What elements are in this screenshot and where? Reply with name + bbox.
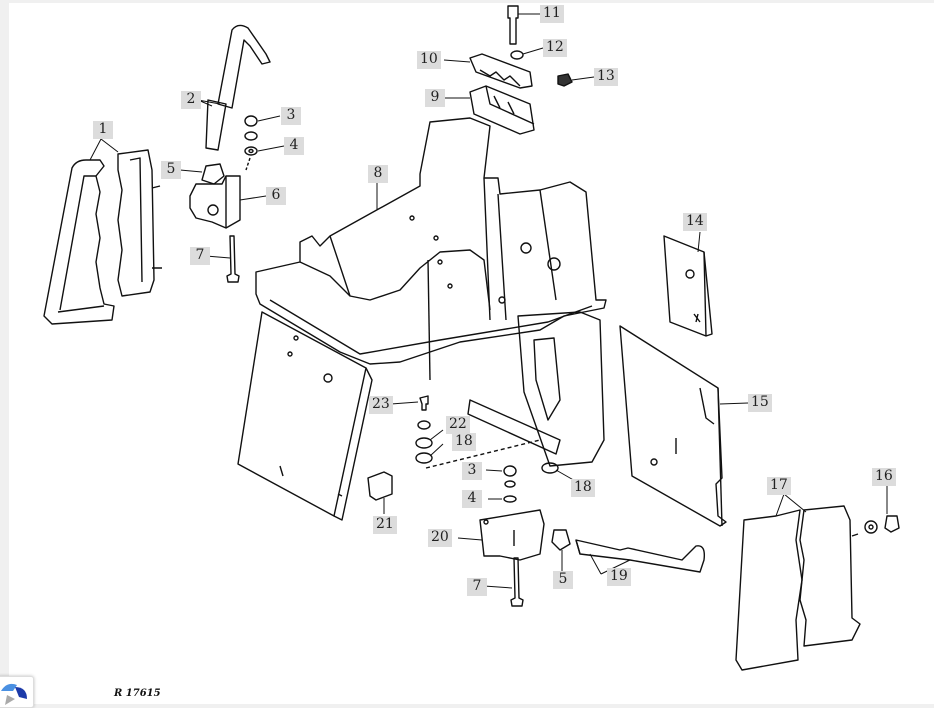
callout-7-top: 7	[190, 247, 210, 265]
callout-22: 22	[446, 416, 470, 434]
part-16-hardware	[864, 515, 900, 534]
part-2-rod	[205, 24, 271, 151]
callout-8: 8	[368, 165, 388, 183]
part-7-bolt-top	[226, 235, 240, 283]
callout-9: 9	[425, 89, 445, 107]
callout-11: 11	[540, 5, 564, 23]
side-panel-left	[237, 311, 373, 521]
callout-18-left: 18	[452, 433, 476, 451]
part-14-plate	[663, 235, 713, 337]
callout-5-top: 5	[161, 161, 181, 179]
part-9-block	[469, 85, 535, 135]
callout-3-top: 3	[281, 107, 301, 125]
part-19-pin	[575, 539, 706, 573]
hardware-lower	[415, 395, 559, 503]
side-plate-right	[467, 311, 605, 467]
part-13-nut	[557, 73, 573, 87]
callout-1: 1	[93, 121, 113, 139]
part-8-frame	[255, 117, 607, 381]
recaptcha-badge[interactable]	[0, 676, 34, 708]
part-5-nut-lower	[551, 529, 571, 551]
part-15-plate	[619, 325, 727, 527]
recaptcha-icon	[1, 683, 27, 705]
callout-3-lower: 3	[462, 462, 482, 480]
callout-19: 19	[607, 568, 631, 586]
callout-20: 20	[428, 529, 452, 547]
reference-code: R 17615	[114, 688, 161, 699]
callout-18-right: 18	[571, 479, 595, 497]
part-7-bolt-lower	[510, 557, 524, 607]
callout-21: 21	[373, 516, 397, 534]
part-12-washer	[510, 50, 524, 60]
callout-6: 6	[266, 187, 286, 205]
part-17-weights	[735, 505, 861, 671]
callout-4-top: 4	[284, 137, 304, 155]
callout-7-lower: 7	[467, 578, 487, 596]
callout-16: 16	[872, 468, 896, 486]
callout-13: 13	[594, 68, 618, 86]
hardware-3-4-top	[244, 115, 258, 171]
part-11-bolt	[507, 5, 519, 45]
part-1-weights	[43, 149, 162, 325]
part-21	[367, 471, 393, 501]
callout-2: 2	[181, 91, 201, 109]
callout-15: 15	[748, 394, 772, 412]
leader-lines	[89, 13, 888, 589]
part-6-block	[189, 175, 241, 229]
callout-23: 23	[369, 396, 393, 414]
part-5-nut	[201, 163, 225, 185]
callout-14: 14	[683, 213, 707, 231]
callout-10: 10	[417, 51, 441, 69]
callout-4-lower: 4	[462, 490, 482, 508]
callout-17: 17	[767, 477, 791, 495]
part-20-block	[479, 509, 545, 561]
part-10-block	[469, 53, 533, 89]
callout-5-lower: 5	[553, 571, 573, 589]
callout-12: 12	[543, 39, 567, 57]
